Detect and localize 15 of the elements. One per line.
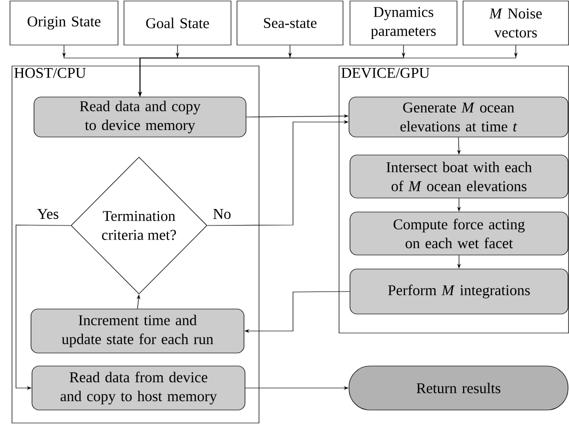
input-box: M Noise vectors: [462, 0, 569, 46]
process-box: Read data and copy to device memory: [34, 96, 246, 138]
input-box: Dynamics parameters: [350, 0, 458, 46]
input-box: Goal State: [124, 0, 232, 46]
process-box: Intersect boat with each of M ocean elevations: [350, 154, 568, 198]
input-box: Origin State: [10, 0, 118, 46]
process-box: Perform M integrations: [350, 268, 568, 314]
process-box: Read data from device and copy to host memory: [32, 366, 246, 410]
edge-label: No: [212, 208, 232, 220]
process-box: Increment time and update state for each run: [30, 308, 244, 354]
process-box: Compute force acting on each wet facet: [350, 212, 568, 256]
terminal-box: Return results: [348, 366, 568, 410]
process-box: Generate M ocean elevations at time t: [348, 96, 568, 138]
input-box: Sea-state: [236, 0, 344, 46]
edge-label: Yes: [36, 208, 60, 220]
